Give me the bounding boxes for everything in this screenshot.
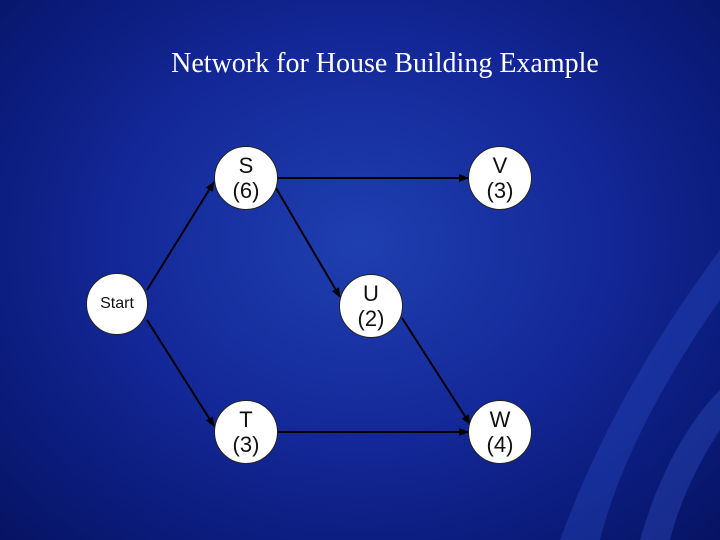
edge-start-t	[146, 319, 215, 427]
node-s: S (6)	[214, 146, 278, 210]
node-u: U (2)	[339, 274, 403, 338]
slide-title: Network for House Building Example	[171, 48, 599, 79]
node-start-label: Start	[100, 294, 134, 312]
node-t: T (3)	[214, 400, 278, 464]
node-s-duration: (6)	[232, 178, 260, 203]
node-s-label: S	[238, 152, 254, 178]
node-w: W (4)	[468, 400, 532, 464]
node-t-duration: (3)	[232, 432, 260, 457]
node-v-label: V	[492, 152, 508, 178]
node-v: V (3)	[468, 146, 532, 210]
edge-start-s	[146, 181, 215, 291]
node-w-label: W	[489, 406, 511, 432]
edge-s-u	[275, 187, 341, 298]
node-t-label: T	[239, 406, 253, 432]
node-start: Start	[86, 273, 148, 335]
node-w-duration: (4)	[486, 432, 514, 457]
edge-u-w	[401, 317, 471, 425]
node-v-duration: (3)	[486, 178, 514, 203]
node-u-label: U	[363, 280, 379, 306]
node-u-duration: (2)	[357, 306, 385, 331]
